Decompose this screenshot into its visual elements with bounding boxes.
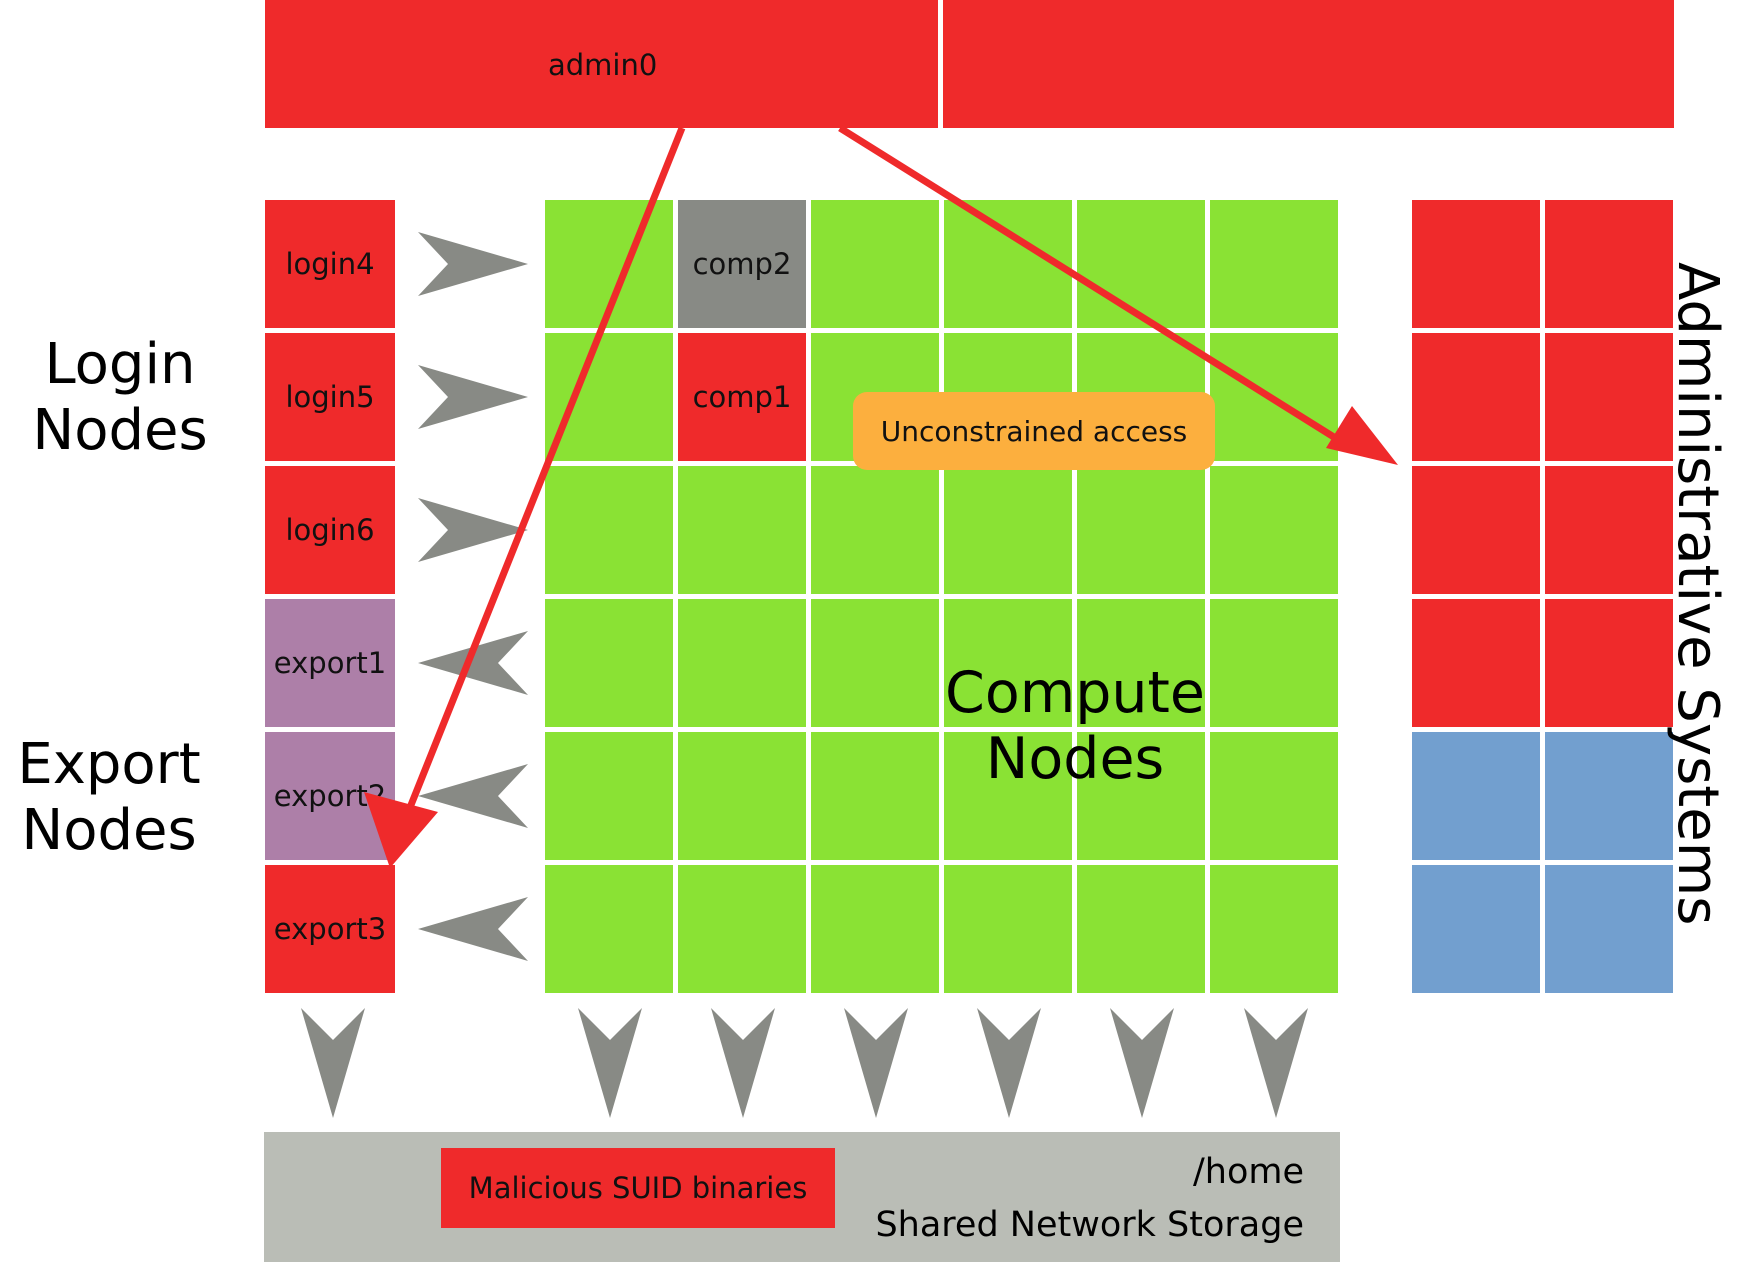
admin-system-node bbox=[1545, 200, 1673, 328]
compute-node bbox=[1210, 732, 1338, 860]
storage-title: Shared Network Storage bbox=[875, 1205, 1304, 1245]
flow-arrows bbox=[301, 232, 1308, 1118]
login-nodes-label: Login Nodes bbox=[32, 332, 208, 463]
arrow-compute-to-export-export1 bbox=[418, 631, 528, 695]
compute-node bbox=[1077, 466, 1205, 594]
compute-node bbox=[1077, 599, 1205, 727]
admin-system-node bbox=[1412, 865, 1540, 993]
compute-node bbox=[944, 732, 1072, 860]
compute-node bbox=[1210, 466, 1338, 594]
admin-system-node bbox=[1412, 333, 1540, 461]
compute-node bbox=[1210, 200, 1338, 328]
unconstrained-access-badge: Unconstrained access bbox=[853, 392, 1215, 470]
compute-node bbox=[545, 865, 673, 993]
compute-node bbox=[1077, 732, 1205, 860]
arrow-to-storage-5 bbox=[977, 1008, 1041, 1118]
admin-system-node bbox=[1545, 865, 1673, 993]
compute-node bbox=[811, 200, 939, 328]
compute-node-comp1: comp1 bbox=[678, 333, 806, 461]
node-login4: login4 bbox=[265, 200, 395, 328]
home-mount-label: /home bbox=[1192, 1152, 1304, 1192]
node-login6: login6 bbox=[265, 466, 395, 594]
malicious-suid-box: Malicious SUID binaries bbox=[441, 1148, 835, 1228]
compute-node bbox=[1077, 200, 1205, 328]
arrow-compute-to-export-export3 bbox=[418, 897, 528, 961]
compute-node bbox=[545, 333, 673, 461]
compute-node bbox=[944, 466, 1072, 594]
admin-system-node bbox=[1412, 599, 1540, 727]
compute-node bbox=[944, 865, 1072, 993]
attack-arrow-to-export3-line bbox=[401, 126, 686, 822]
admin-system-node bbox=[1545, 333, 1673, 461]
compute-node bbox=[545, 466, 673, 594]
arrow-to-storage-3 bbox=[711, 1008, 775, 1118]
attack-arrow-to-admin-systems-head bbox=[1326, 406, 1398, 465]
compute-nodes-label: Compute Nodes bbox=[945, 660, 1205, 792]
node-login5: login5 bbox=[265, 333, 395, 461]
attack-arrow-to-export3-head bbox=[364, 792, 438, 868]
compute-node bbox=[811, 865, 939, 993]
compute-node bbox=[545, 599, 673, 727]
arrow-login-to-compute-login4 bbox=[418, 232, 528, 296]
admin-system-node bbox=[1412, 732, 1540, 860]
arrow-to-storage-6 bbox=[1110, 1008, 1174, 1118]
arrow-to-storage-7 bbox=[1244, 1008, 1308, 1118]
compute-node bbox=[811, 599, 939, 727]
compute-node bbox=[944, 599, 1072, 727]
compute-node-comp2: comp2 bbox=[678, 200, 806, 328]
compute-node bbox=[678, 732, 806, 860]
attack-arrows bbox=[364, 125, 1398, 868]
arrow-to-storage-2 bbox=[578, 1008, 642, 1118]
admin-system-node bbox=[1412, 466, 1540, 594]
node-export3: export3 bbox=[265, 865, 395, 993]
admin-bar bbox=[265, 0, 1674, 128]
compute-node bbox=[545, 732, 673, 860]
compute-node bbox=[811, 466, 939, 594]
compute-node bbox=[944, 200, 1072, 328]
arrow-to-storage-1 bbox=[301, 1008, 365, 1118]
admin-bar-divider bbox=[938, 0, 943, 128]
compute-node bbox=[678, 466, 806, 594]
arrow-compute-to-export-export2 bbox=[418, 764, 528, 828]
export-nodes-label: Export Nodes bbox=[17, 732, 201, 863]
attack-arrow-to-admin-systems-line bbox=[838, 125, 1347, 447]
admin-system-node bbox=[1545, 732, 1673, 860]
compute-node bbox=[811, 732, 939, 860]
compute-node bbox=[1210, 599, 1338, 727]
arrow-to-storage-4 bbox=[844, 1008, 908, 1118]
admin-system-node bbox=[1545, 599, 1673, 727]
admin-system-node bbox=[1545, 466, 1673, 594]
node-export1: export1 bbox=[265, 599, 395, 727]
compute-node bbox=[678, 865, 806, 993]
admin0-label: admin0 bbox=[548, 48, 658, 82]
compute-node bbox=[1077, 865, 1205, 993]
arrow-login-to-compute-login6 bbox=[418, 498, 528, 562]
admin-system-node bbox=[1412, 200, 1540, 328]
compute-node bbox=[1210, 865, 1338, 993]
arrow-login-to-compute-login5 bbox=[418, 365, 528, 429]
compute-node bbox=[678, 599, 806, 727]
